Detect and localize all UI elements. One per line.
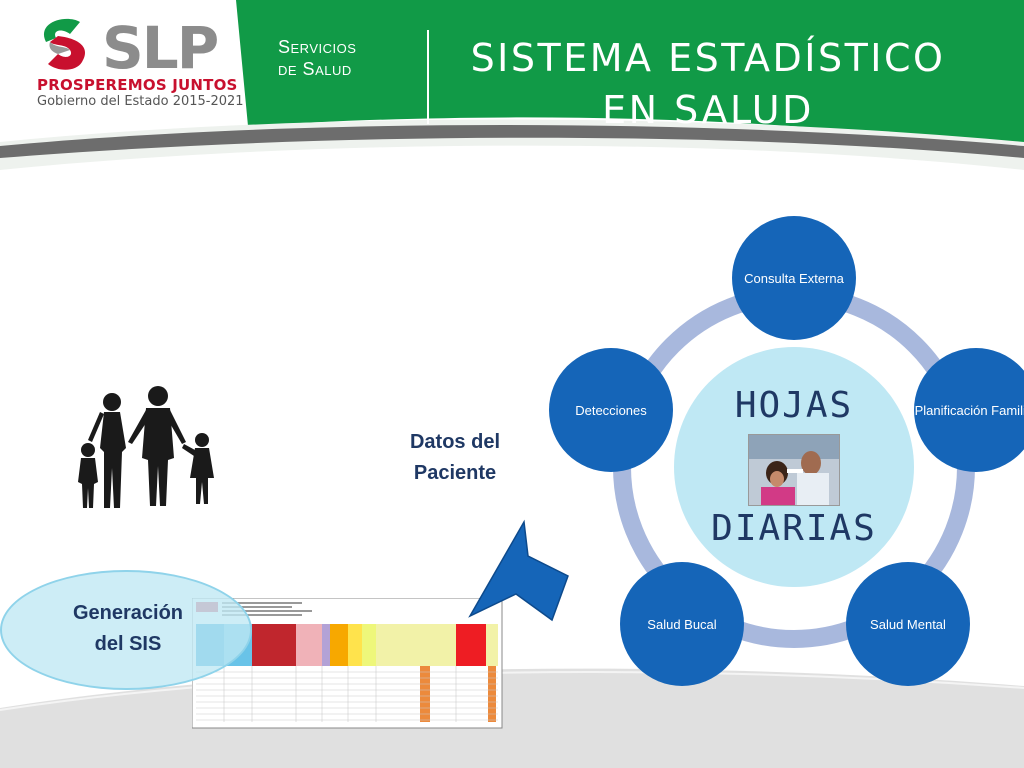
node-consulta-externa: Consulta Externa [732,216,856,340]
generation-line1: Generación [72,602,184,624]
patient-data-line2: Paciente [413,462,497,484]
center-bottom-label: DIARIAS [711,508,877,549]
slp-logo-icon [43,18,86,70]
family-silhouette-icon [78,386,214,508]
logo-slogan: PROSPEREMOS JUNTOS [37,76,238,94]
node-detecciones: Detecciones [549,348,673,472]
title-line1: SISTEMA ESTADÍSTICO [470,36,946,80]
org-line2: de Salud [278,59,352,79]
flow-arrow-icon [468,519,569,622]
dental-exam-photo [748,434,840,506]
logo-government: Gobierno del Estado 2015-2021 [37,94,244,109]
patient-data-label: Datos del Paciente [390,427,520,489]
page-title: SISTEMA ESTADÍSTICO EN SALUD [458,32,958,136]
patient-data-line1: Datos del [409,431,501,453]
generation-line2: del SIS [94,633,162,655]
center-top-label: HOJAS [734,385,854,426]
node-planificacion-familiar: Planificación Familiar [914,348,1024,472]
header-background [0,0,1024,170]
generation-ellipse [0,570,252,690]
generation-label: Generación del SIS [48,598,208,660]
logo-word: SLP [102,14,219,82]
org-line1: Servicios [278,37,357,57]
node-salud-bucal: Salud Bucal [620,562,744,686]
org-name: Servicios de Salud [278,36,356,80]
title-line2: EN SALUD [602,88,814,132]
node-salud-mental: Salud Mental [846,562,970,686]
